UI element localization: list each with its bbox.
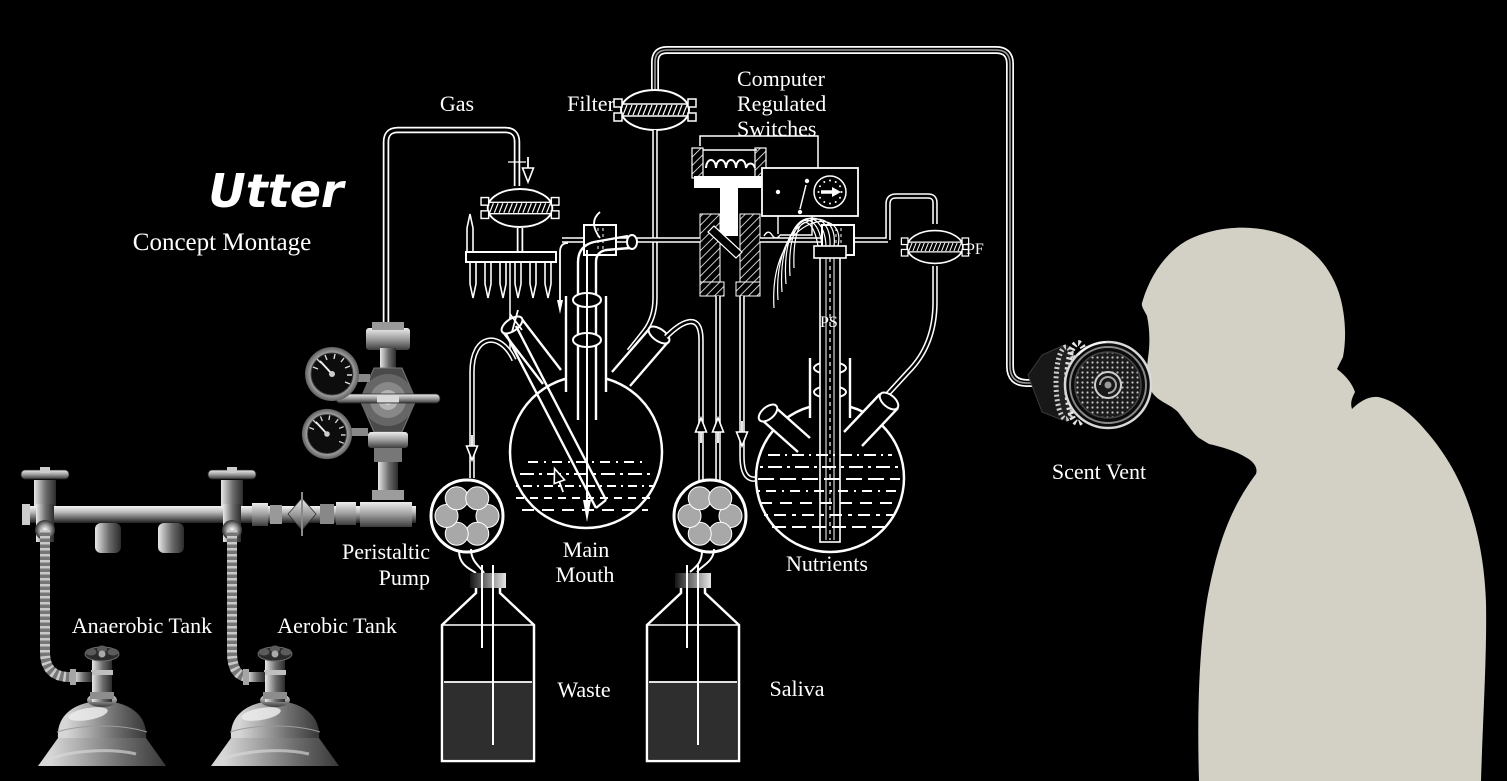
pressure-gauge xyxy=(304,346,360,402)
svg-text:Switches: Switches xyxy=(737,116,816,141)
label-anaerobic-tank: Anaerobic Tank xyxy=(72,613,212,638)
flow-arrow-down-icon xyxy=(735,420,749,447)
label-waste: Waste xyxy=(557,677,610,702)
label-saliva: Saliva xyxy=(770,676,825,701)
nutrients-flask xyxy=(754,217,906,554)
label-gas: Gas xyxy=(440,91,474,116)
svg-text:Pump: Pump xyxy=(379,565,430,590)
pf-filter-symbol xyxy=(900,229,970,265)
vent-pipe xyxy=(651,46,1044,387)
svg-text:Peristaltic: Peristaltic xyxy=(342,539,430,564)
label-aerobic-tank: Aerobic Tank xyxy=(277,613,397,638)
liquid-level xyxy=(758,454,900,528)
label-filter: Filter xyxy=(567,91,615,116)
pf-filter-assembly xyxy=(883,229,970,398)
solenoid-coil xyxy=(691,147,767,179)
filter-symbol xyxy=(613,89,697,131)
computer-regulated-switches xyxy=(691,135,859,297)
gas-manifold xyxy=(20,466,416,682)
saliva-bottle xyxy=(645,563,741,763)
person-silhouette xyxy=(1141,227,1487,781)
liquid-level xyxy=(516,461,653,511)
gas-line-assembly xyxy=(382,126,560,352)
svg-text:Main: Main xyxy=(563,537,609,562)
air-filter-assembly xyxy=(613,89,697,353)
anaerobic-tank xyxy=(36,644,168,768)
waste-drain-loop xyxy=(465,337,517,478)
flow-arrow-up-icon xyxy=(694,417,708,444)
timer-dial xyxy=(813,175,847,209)
pressure-gauge xyxy=(300,407,354,461)
main-mouth-flask xyxy=(500,211,671,530)
sampling-tube xyxy=(504,309,608,509)
stirrer-tube xyxy=(572,211,638,522)
label-nutrients: Nutrients xyxy=(786,551,868,576)
ps-probe xyxy=(773,217,847,543)
label-peristaltic-pump: Peristaltic Pump xyxy=(342,539,430,590)
label-pf: PF xyxy=(966,241,984,258)
waste-pump xyxy=(429,478,505,574)
waste-bottle xyxy=(440,563,536,763)
label-ps: PS xyxy=(820,314,838,331)
svg-text:Regulated: Regulated xyxy=(737,91,826,116)
control-circuit-box xyxy=(761,167,859,217)
flow-arrow-down-icon xyxy=(521,156,535,183)
pressure-regulator xyxy=(300,322,441,500)
flex-hose xyxy=(227,530,250,682)
label-computer-regulated-switches: Computer Regulated Switches xyxy=(737,66,826,141)
flow-arrow-up-icon xyxy=(711,417,725,444)
svg-text:Computer: Computer xyxy=(737,66,826,91)
control-wire xyxy=(699,135,819,168)
page-subtitle: Concept Montage xyxy=(133,229,311,256)
flex-hose xyxy=(40,530,76,682)
gas-filter-symbol xyxy=(480,188,560,228)
saliva-pump xyxy=(672,478,748,573)
label-scent-vent: Scent Vent xyxy=(1052,459,1146,484)
svg-text:Mouth: Mouth xyxy=(556,562,615,587)
label-main-mouth: Main Mouth xyxy=(556,537,615,587)
scent-vent xyxy=(1027,340,1153,430)
pipe-hanger xyxy=(158,523,184,553)
solenoid-valve xyxy=(694,176,764,297)
flow-arrow-down-icon xyxy=(465,434,479,461)
pipe-hanger xyxy=(95,523,121,553)
switch-contacts xyxy=(775,178,810,215)
page-title: Utter xyxy=(208,164,347,218)
